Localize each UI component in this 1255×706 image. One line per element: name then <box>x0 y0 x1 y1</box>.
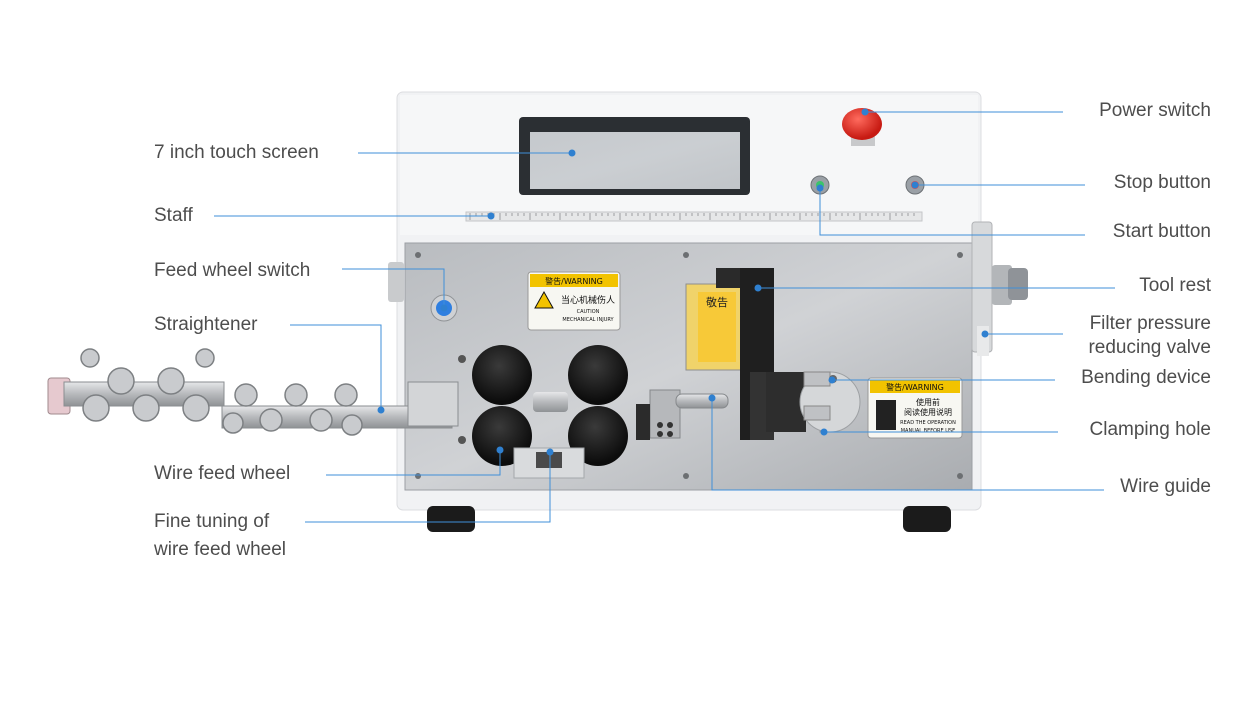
label-filter-line2: reducing valve <box>1088 337 1211 358</box>
leader-feed-wheel-switch <box>342 268 445 308</box>
label-touch-screen: 7 inch touch screen <box>154 142 319 163</box>
straightener <box>47 348 459 436</box>
label-feed-wheel-switch: Feed wheel switch <box>154 260 311 281</box>
warning-right-cn2: 阅读使用说明 <box>904 407 952 417</box>
dot-stop-button <box>911 181 919 189</box>
wire-feed-wheels <box>458 345 628 466</box>
dot-start-button <box>816 184 824 192</box>
warning-left-en2: MECHANICAL INJURY <box>562 317 614 323</box>
dot-feed-wheel-switch <box>440 304 448 312</box>
dot-bending-device <box>828 376 836 384</box>
left-foot <box>427 506 475 532</box>
dot-staff <box>487 212 495 220</box>
label-staff: Staff <box>154 205 193 226</box>
staff-ruler <box>465 211 923 222</box>
label-tool-rest: Tool rest <box>1139 275 1211 296</box>
caution-cn: 敬告 <box>706 296 728 309</box>
leader-wire-guide <box>711 398 1104 491</box>
warning-right-header: 警告/WARNING <box>886 382 944 392</box>
warning-left-cn: 当心机械伤人 <box>561 294 615 306</box>
dot-fine-tuning <box>546 448 554 456</box>
label-power-switch: Power switch <box>1099 100 1211 121</box>
dot-wire-guide <box>708 394 716 402</box>
filter-pressure-valve <box>971 221 1028 356</box>
label-straightener: Straightener <box>154 314 258 335</box>
leader-dots <box>377 108 989 456</box>
dot-power-switch <box>861 108 869 116</box>
label-wire-guide: Wire guide <box>1120 476 1211 497</box>
bending-device <box>799 371 861 433</box>
dot-straightener <box>377 406 385 414</box>
label-stop-button: Stop button <box>1113 172 1211 193</box>
warning-right-cn1: 使用前 <box>916 397 940 407</box>
dot-wire-feed-wheel <box>496 446 504 454</box>
warning-left-en1: CAUTION <box>577 309 600 315</box>
label-clamping-hole: Clamping hole <box>1089 419 1211 440</box>
manual-icon <box>876 400 896 430</box>
dot-filter-valve <box>981 330 989 338</box>
dot-tool-rest <box>754 284 762 292</box>
label-fine-tuning-line1: Fine tuning of <box>154 511 270 532</box>
warning-right-en2: MANUAL BEFORE USE <box>901 428 956 434</box>
dot-clamping-hole <box>820 428 828 436</box>
label-filter-line1: Filter pressure <box>1089 313 1211 334</box>
label-wire-feed-wheel: Wire feed wheel <box>154 463 291 484</box>
label-start-button: Start button <box>1112 221 1211 242</box>
power-switch[interactable] <box>842 108 882 146</box>
caution-label: 敬告 <box>685 283 743 371</box>
wire-guide <box>636 389 729 440</box>
label-bending-device: Bending device <box>1081 367 1211 388</box>
warning-right-en1: READ THE OPERATION <box>900 420 956 426</box>
leader-lines <box>214 111 1115 523</box>
leader-wire-feed-wheel <box>326 450 501 476</box>
warning-left-header: 警告/WARNING <box>545 276 603 286</box>
warning-sticker-right: 警告/WARNING 使用前 阅读使用说明 READ THE OPERATION… <box>867 377 963 439</box>
tool-rest <box>716 268 806 440</box>
leader-start-button <box>819 188 1085 236</box>
warning-sticker-left: 警告/WARNING 当心机械伤人 CAUTION MECHANICAL INJ… <box>527 271 621 331</box>
touch-screen[interactable] <box>519 117 750 195</box>
right-foot <box>903 506 951 532</box>
label-fine-tuning-line2: wire feed wheel <box>154 539 287 560</box>
dot-touch-screen <box>568 149 576 157</box>
left-connector <box>388 262 404 302</box>
leader-straightener <box>290 324 382 410</box>
leader-fine-tuning <box>305 452 551 523</box>
